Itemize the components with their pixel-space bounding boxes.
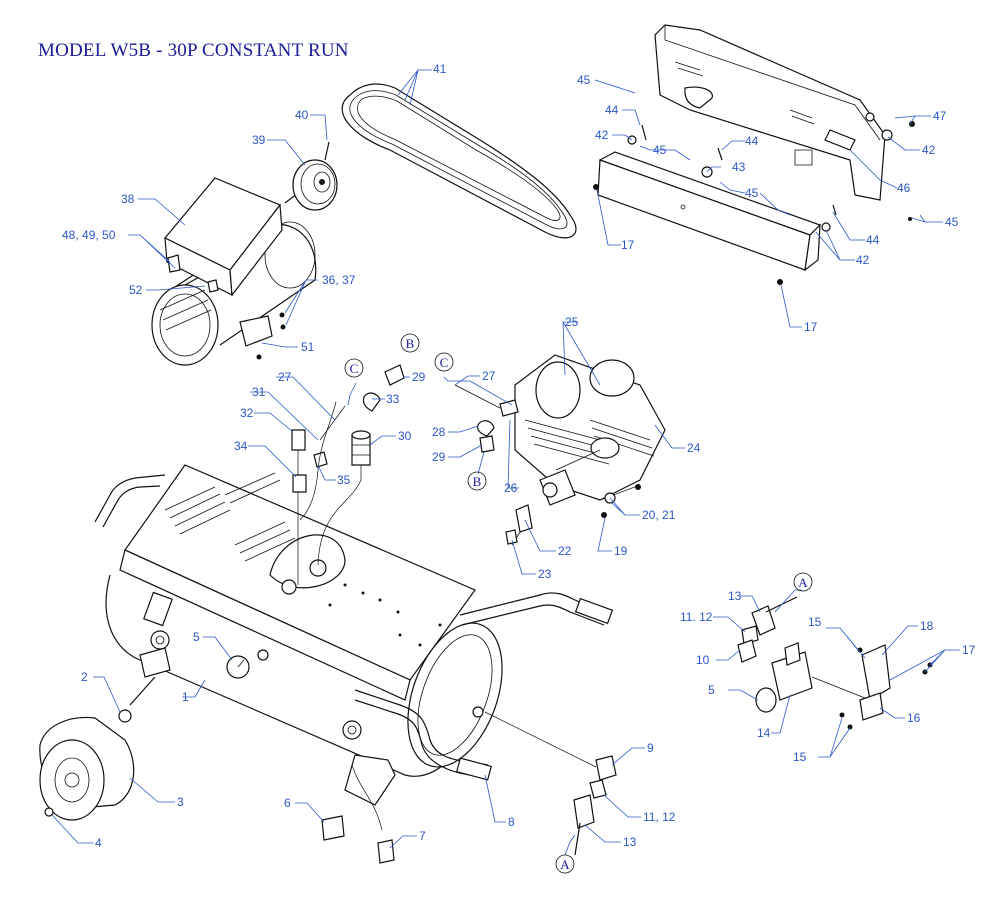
callout-42-c: 42 [856,253,870,267]
callout-13-b: 13 [623,835,637,849]
motor-part [151,177,317,366]
connector-A-top: A [798,575,808,590]
callout-9: 9 [647,741,654,755]
callout-30: 30 [398,429,412,443]
callout-labels: 41 40 39 38 48, 49, 50 52 36, 37 51 45 4… [62,62,976,850]
connector-C-fitting: C [350,361,359,376]
callout-40: 40 [295,108,309,122]
callout-42-a: 42 [595,128,609,142]
callout-5-tank: 5 [193,630,200,644]
callout-44-b: 44 [745,134,759,148]
callout-16: 16 [907,711,921,725]
callout-34: 34 [234,439,248,453]
callout-48-49-50: 48, 49, 50 [62,228,116,242]
callout-47: 47 [933,109,947,123]
belt-guard-part [654,24,886,201]
callout-29-b: 29 [432,450,446,464]
wheel-part [39,709,135,821]
callout-46: 46 [897,181,911,195]
tank-part [94,464,614,806]
callout-3: 3 [177,795,184,809]
callout-44-c: 44 [866,233,880,247]
connector-A-bottom: A [560,857,570,872]
guard-bracket-part [597,151,822,272]
pump-fittings-part [476,420,533,546]
callout-15-b: 15 [793,750,807,764]
callout-22: 22 [558,544,572,558]
callout-31: 31 [252,385,266,399]
callout-19: 19 [614,544,628,558]
callout-27-b: 27 [482,369,496,383]
callout-20-21: 20, 21 [642,508,676,522]
callout-14: 14 [757,726,771,740]
callout-23: 23 [538,567,552,581]
callout-41: 41 [433,62,447,76]
callout-5-regulator: 5 [708,683,715,697]
lower-fittings-part [484,711,617,856]
line-art [39,24,933,864]
callout-39: 39 [252,133,266,147]
callout-26: 26 [504,481,518,495]
electrical-hardware [167,254,286,360]
callout-45-d: 45 [945,215,959,229]
callout-2: 2 [81,670,88,684]
callout-32: 32 [240,406,254,420]
callout-11-12-b: 11, 12 [643,810,676,824]
callout-13-a: 13 [728,589,742,603]
motor-pulley-part [292,141,338,211]
regulator-part [737,596,933,730]
callout-33: 33 [386,392,400,406]
leader-lines [51,69,960,856]
callout-17-b: 17 [804,320,818,334]
callout-45-b: 45 [653,143,667,157]
connector-bubbles: A A B B C C [344,333,813,874]
callout-15-a: 15 [808,615,822,629]
callout-17-c: 17 [962,643,976,657]
callout-44-a: 44 [605,103,619,117]
callout-51: 51 [301,340,315,354]
callout-45-c: 45 [745,186,759,200]
callout-29-a: 29 [412,370,426,384]
callout-4: 4 [95,836,102,850]
callout-6: 6 [284,796,291,810]
belt-part [341,83,577,239]
callout-8: 8 [508,815,515,829]
connector-B-fitting: B [406,336,415,351]
callout-10: 10 [696,653,710,667]
callout-52: 52 [129,283,143,297]
callout-45-a: 45 [577,73,591,87]
connector-C-pump: C [440,355,449,370]
callout-38: 38 [121,192,135,206]
callout-11-12-a: 11. 12 [680,610,713,624]
connector-B-pump: B [473,474,482,489]
callout-27-a: 27 [278,370,292,384]
callout-7: 7 [419,829,426,843]
callout-24: 24 [687,441,701,455]
callout-1: 1 [182,690,189,704]
callout-17-a: 17 [621,238,635,252]
callout-35: 35 [337,473,351,487]
callout-25: 25 [565,315,579,329]
model-title: MODEL W5B - 30P CONSTANT RUN [38,40,349,61]
fittings-part [291,364,405,585]
callout-28: 28 [432,425,446,439]
callout-36-37: 36, 37 [322,273,356,287]
drain-part [321,764,395,864]
callout-18: 18 [920,619,934,633]
callout-43: 43 [732,160,746,174]
callout-42-b: 42 [922,143,936,157]
